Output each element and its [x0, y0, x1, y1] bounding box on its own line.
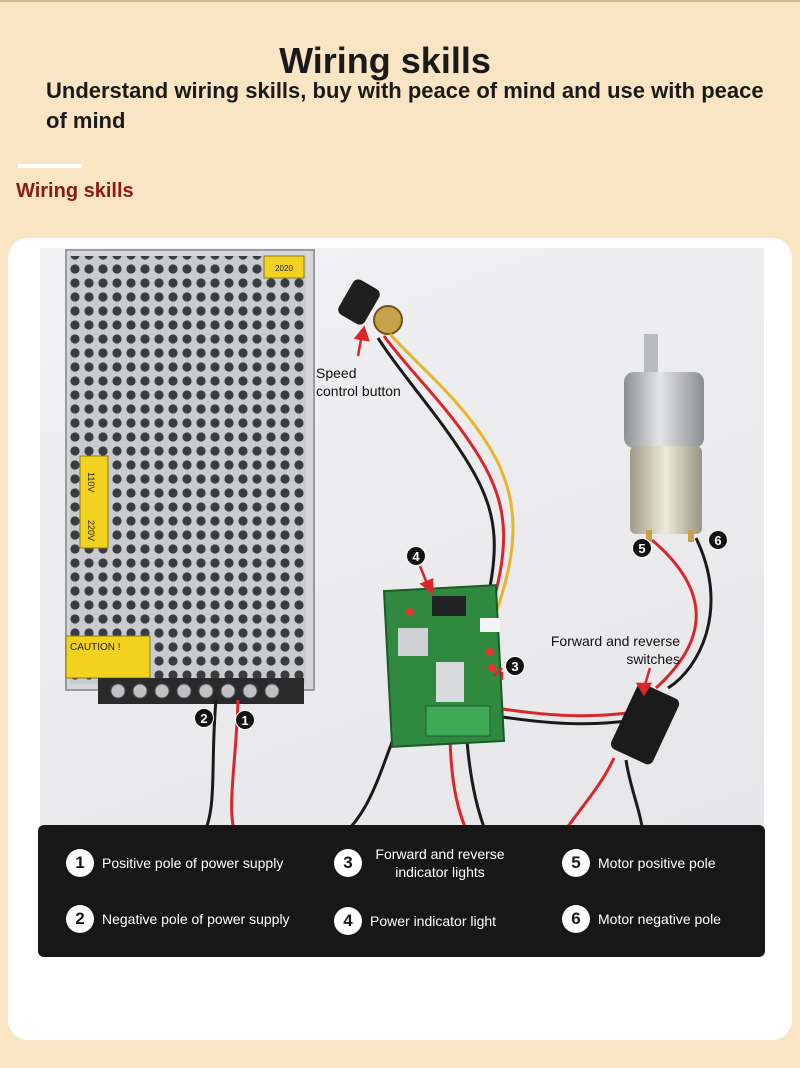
power-supply-unit: 2020 110V 220V CAUTION !: [65, 249, 315, 704]
page-title: Wiring skills: [279, 40, 491, 81]
legend-item-6: 6 Motor negative pole: [562, 905, 721, 933]
psu-year-label: 2020: [275, 264, 293, 273]
legend-label: Motor positive pole: [598, 855, 716, 871]
legend-label: Negative pole of power supply: [102, 911, 290, 927]
page-subtitle: Understand wiring skills, buy with peace…: [46, 78, 764, 133]
speed-callout: Speed control button: [316, 364, 401, 400]
speed-potentiometer: [338, 279, 403, 335]
legend-number: 1: [66, 849, 94, 877]
controller-board: [382, 584, 506, 748]
legend-panel: 1 Positive pole of power supply 2 Negati…: [38, 825, 765, 957]
reverse-switch: [610, 683, 680, 765]
psu-caution-label: CAUTION !: [70, 642, 121, 653]
psu-110-label: 110V: [86, 472, 96, 492]
switch-callout: Forward and reverse switches: [550, 632, 680, 668]
callout-arrows: [353, 325, 653, 697]
marker-1: 1: [235, 710, 255, 730]
legend-label: Forward and reverse indicator lights: [375, 846, 505, 880]
marker-4: 4: [406, 546, 426, 566]
legend-number: 2: [66, 905, 94, 933]
legend-label: Positive pole of power supply: [102, 855, 284, 871]
marker-3: 3: [505, 656, 525, 676]
section-title: Wiring skills: [16, 180, 134, 202]
section-accent-bar: [18, 164, 82, 168]
legend-number: 3: [334, 849, 362, 877]
legend-item-4: 4 Power indicator light: [334, 907, 496, 935]
dc-gear-motor: [624, 334, 704, 542]
marker-5: 5: [632, 538, 652, 558]
switch-callout-line2: switches: [626, 651, 680, 667]
wiring-photo: 2020 110V 220V CAUTION !: [40, 248, 764, 838]
legend-number: 5: [562, 849, 590, 877]
legend-item-2: 2 Negative pole of power supply: [66, 905, 290, 933]
legend-item-5: 5 Motor positive pole: [562, 849, 716, 877]
legend-item-1: 1 Positive pole of power supply: [66, 849, 283, 877]
legend-number: 6: [562, 905, 590, 933]
legend-label: Power indicator light: [370, 913, 497, 929]
speed-callout-line2: control button: [316, 383, 401, 399]
marker-6: 6: [708, 530, 728, 550]
speed-callout-line1: Speed: [316, 365, 357, 381]
top-rule: [0, 0, 800, 2]
psu-220-label: 220V: [86, 520, 96, 541]
switch-callout-line1: Forward and reverse: [550, 633, 680, 649]
legend-number: 4: [334, 907, 362, 935]
legend-label: Motor negative pole: [598, 911, 721, 927]
wiring-illustration: 2020 110V 220V CAUTION !: [65, 249, 713, 838]
legend-item-3: 3 Forward and reverse indicator lights: [334, 845, 510, 881]
marker-2: 2: [194, 708, 214, 728]
